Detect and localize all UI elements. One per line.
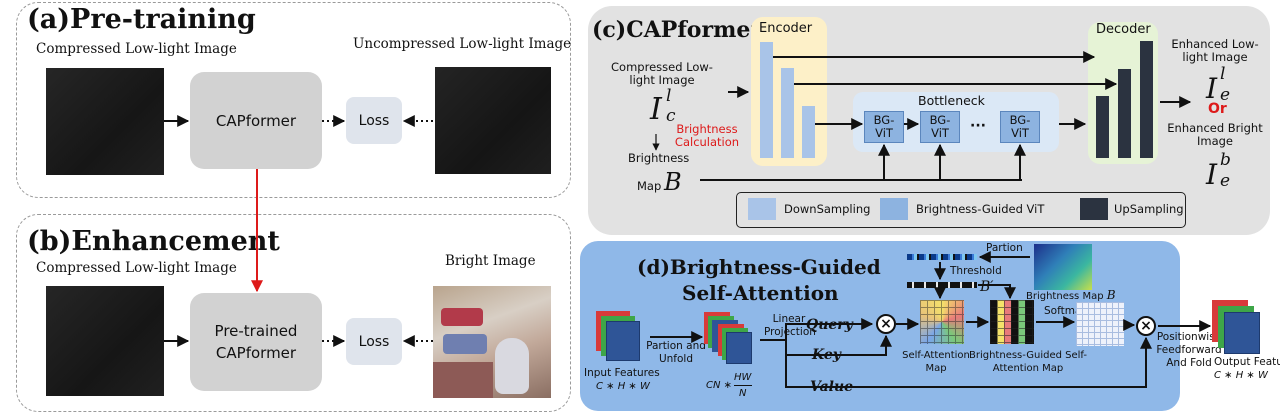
input-symbol-base: I (650, 92, 662, 127)
output-top-sub: e (1220, 85, 1231, 105)
brightness-word: Brightness (628, 151, 690, 165)
panel-b-input-caption: Compressed Low-light Image (36, 260, 237, 276)
input-features-caption: Input Features (584, 367, 660, 379)
output-top-base: I (1206, 72, 1218, 105)
output-bottom-sub: e (1220, 171, 1231, 191)
arrow-d-to-query (760, 318, 874, 341)
partion-label: Partion (986, 242, 1023, 254)
output-features-stack (1212, 300, 1262, 356)
panel-c-title: (c)CAPformer (592, 17, 762, 43)
legend-upsampling-label: UpSampling (1114, 202, 1184, 216)
self-attention-map-grid (920, 300, 964, 344)
input-symbol-sup: l (666, 86, 672, 106)
input-features-dims: C ∗ H ∗ W (596, 381, 650, 392)
output-top-sup: l (1220, 64, 1226, 84)
compressed-lowlight-image-b (46, 286, 164, 396)
panel-d-title-line1: (d)Brightness-Guided (637, 255, 881, 279)
threshold-tokens-row (907, 282, 977, 288)
brightness-map-thumbnail (1034, 244, 1092, 290)
hw-numerator: HW (734, 372, 752, 383)
hw-fraction-bar (734, 385, 752, 386)
or-label: Or (1208, 101, 1227, 117)
softmax-output-grid (1076, 302, 1124, 346)
partion-tokens-row (907, 254, 977, 260)
brightness-calculation-label: Brightness Calculation (674, 122, 740, 149)
b-prime-label: B′ (980, 279, 994, 295)
legend-downsampling-label: DownSampling (784, 202, 871, 216)
legend-bgvit-swatch (880, 198, 908, 220)
output-features-caption: Output Features (1214, 356, 1280, 368)
brightness-map-label: Brightness Map B (1026, 289, 1116, 303)
unfolded-patches-stack (704, 312, 760, 370)
upsampling-bar-3 (1140, 41, 1153, 158)
map-word: Map (637, 179, 662, 193)
panel-a-output-caption: Uncompressed Low-light Image (353, 36, 572, 52)
compressed-lowlight-image (46, 68, 164, 175)
partition-unfold-label: Partion and Unfold (646, 340, 706, 365)
brightness-map-symbol: B (1106, 288, 1116, 302)
threshold-label: Threshold (950, 265, 1002, 277)
map-symbol: B (664, 168, 682, 196)
bottleneck-label: Bottleneck (918, 93, 985, 108)
bgvit-block-3: BG-ViT (1000, 111, 1040, 143)
output-bottom-caption: Enhanced Bright Image (1167, 121, 1263, 148)
input-features-stack (596, 311, 640, 363)
panel-enhancement (16, 214, 571, 412)
output-top-caption: Enhanced Low-light Image (1171, 37, 1259, 64)
cn-dims-label: CN ∗ (706, 380, 733, 391)
bgvit-ellipsis: ··· (970, 118, 986, 134)
legend-upsampling-swatch (1080, 198, 1108, 220)
bg-self-attention-map-grid (990, 300, 1034, 344)
loss-box-b: Loss (346, 318, 402, 365)
brightness-map-text: Brightness Map (1026, 291, 1104, 302)
self-attention-map-label: Self-Attention Map (902, 350, 970, 374)
downsampling-bar-3 (802, 106, 815, 158)
hw-denominator: N (739, 388, 747, 399)
pretrained-capformer-box: Pre-trained CAPformer (190, 293, 322, 391)
input-symbol-sub: c (666, 106, 676, 126)
downsampling-bar-1 (760, 42, 773, 158)
panel-pretraining (16, 2, 571, 198)
panel-d-title-line2: Self-Attention (682, 281, 839, 305)
loss-box-a: Loss (346, 97, 402, 144)
output-bottom-sup: b (1220, 150, 1231, 170)
arrow-d-bprime-to-bgsa (978, 284, 1016, 300)
panel-b-title: (b)Enhancement (27, 226, 280, 257)
capformer-box: CAPformer (190, 72, 322, 169)
multiply-icon-2: × (1136, 316, 1156, 336)
decoder-label: Decoder (1096, 22, 1151, 37)
upsampling-bar-2 (1118, 69, 1131, 158)
panel-a-input-caption: Compressed Low-light Image (36, 41, 237, 57)
output-bottom-base: I (1206, 158, 1218, 191)
linear-projection-label: Linear Projection (764, 313, 816, 338)
panel-a-title: (a)Pre-training (27, 4, 256, 35)
bgvit-block-2: BG-ViT (920, 111, 960, 143)
downsampling-bar-2 (781, 68, 794, 158)
panel-c-input-caption: Compressed Low-light Image (611, 60, 713, 87)
bgvit-block-1: BG-ViT (864, 111, 904, 143)
panel-b-output-caption: Bright Image (445, 253, 536, 269)
arrow-d-to-key (785, 334, 892, 356)
legend-downsampling-swatch (748, 198, 776, 220)
bg-self-attention-map-label: Brightness-Guided Self-Attention Map (969, 350, 1087, 374)
uncompressed-lowlight-image (435, 67, 551, 174)
arrow-d-to-value (785, 336, 1152, 388)
positionwise-label: Positionwise Feedforward And Fold (1156, 331, 1222, 369)
output-features-dims: C ∗ H ∗ W (1214, 370, 1268, 381)
multiply-icon-1: × (876, 314, 896, 334)
upsampling-bar-1 (1096, 96, 1109, 158)
bright-image (433, 286, 551, 398)
legend-box (736, 192, 1186, 228)
legend-bgvit-label: Brightness-Guided ViT (916, 202, 1045, 216)
encoder-label: Encoder (759, 21, 813, 36)
self-attention-map (920, 300, 964, 344)
